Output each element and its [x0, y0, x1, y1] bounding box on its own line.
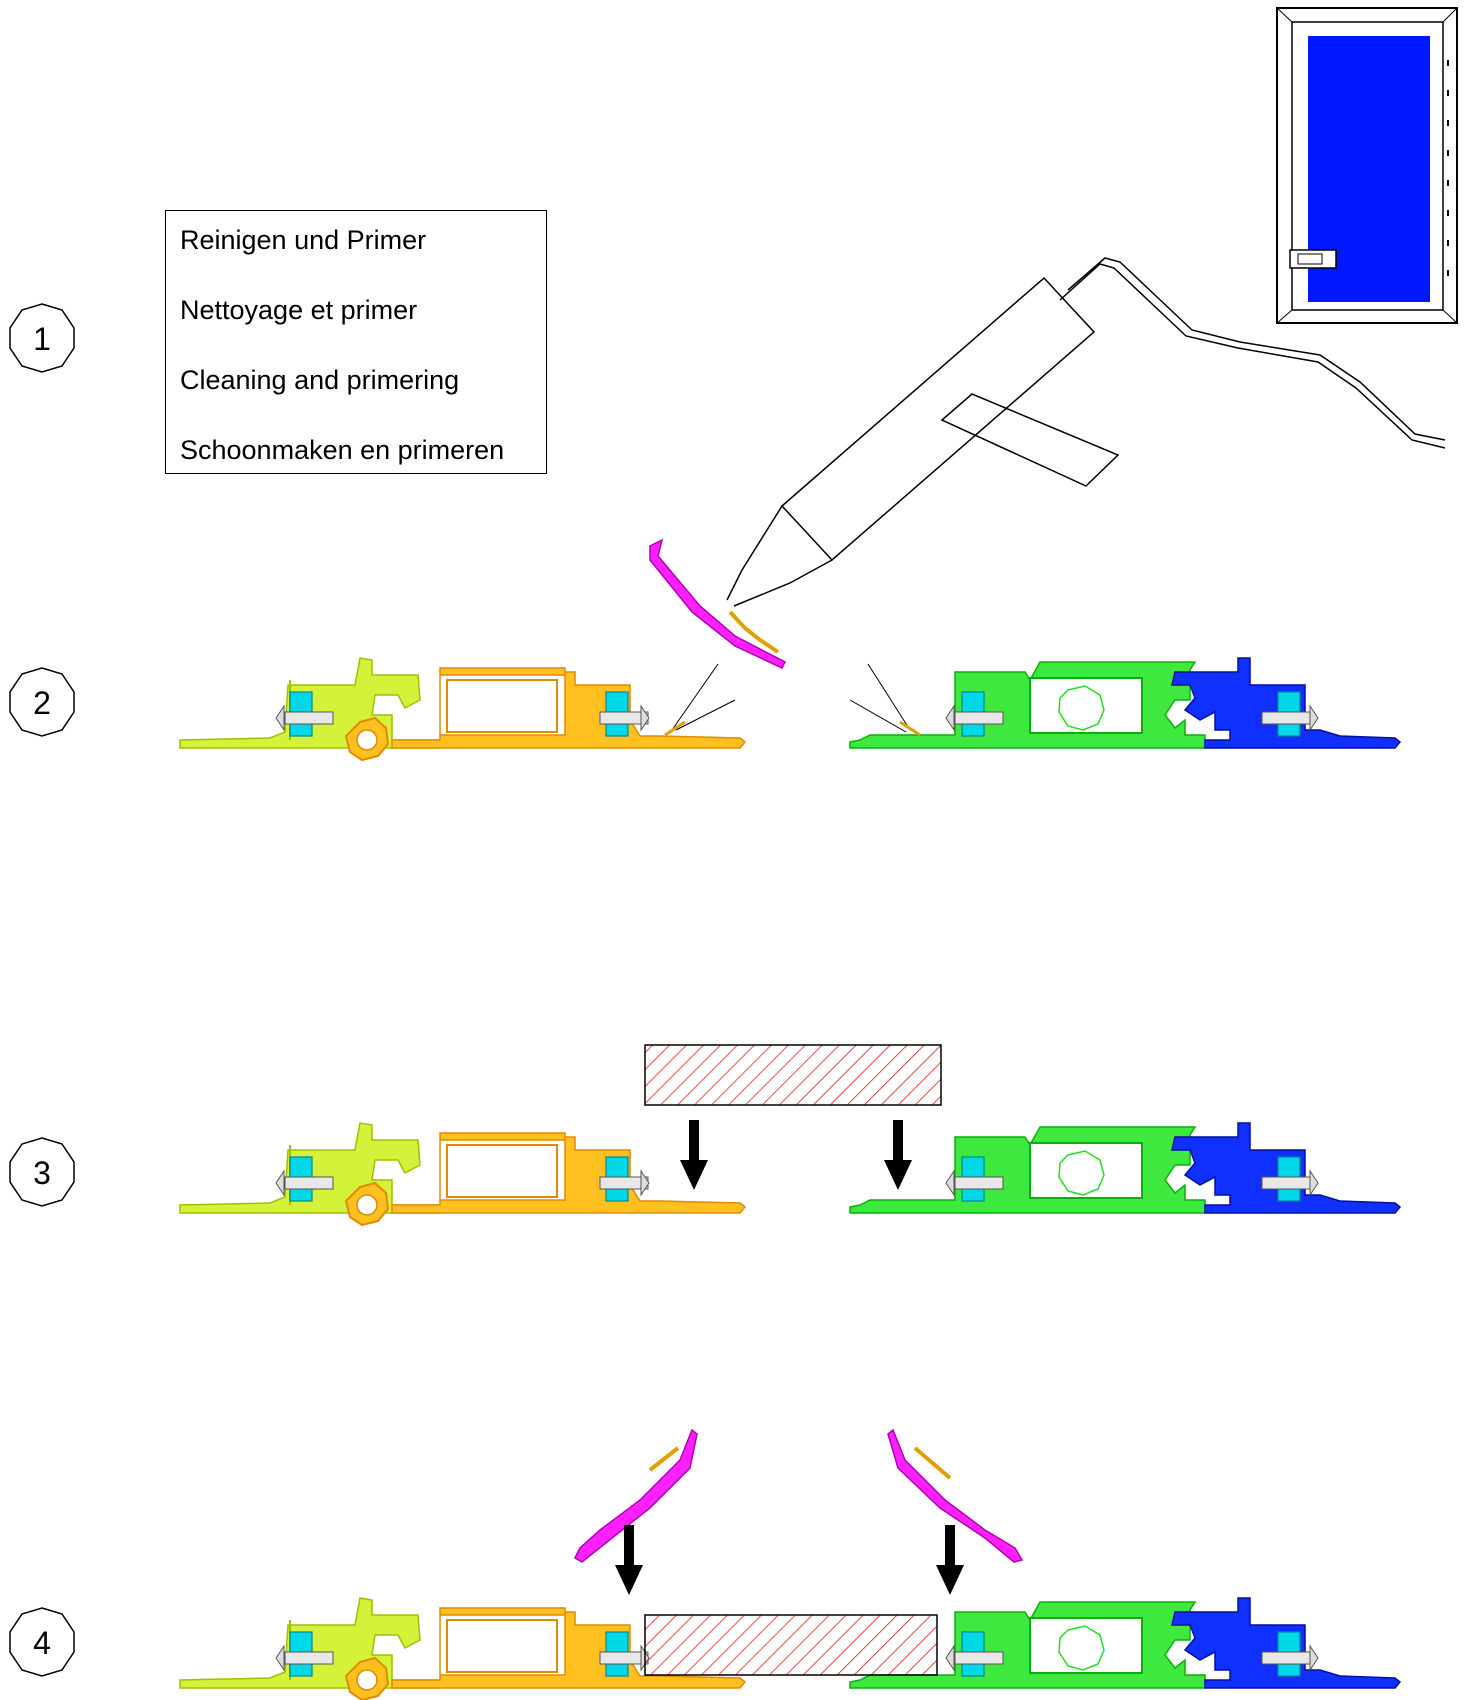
profile-assembly-step3-left — [179, 1122, 746, 1226]
glazing-bead-step4-right — [887, 1428, 1024, 1563]
down-arrow-icon-step4-right — [936, 1525, 964, 1595]
primer-bead-step2 — [649, 538, 787, 669]
instruction-legend: Reinigen und Primer Nettoyage et primer … — [165, 210, 547, 474]
step-number-4: 4 — [33, 1625, 51, 1661]
legend-text-en: Cleaning and primering — [180, 365, 460, 395]
step-badge-4: 4 — [9, 1607, 75, 1677]
primer-gun-icon — [726, 257, 1446, 607]
legend-text-de: Reinigen und Primer — [180, 225, 427, 255]
step-number-3: 3 — [33, 1155, 51, 1191]
down-arrow-icon-step3-left — [680, 1120, 708, 1190]
step-badge-3: 3 — [9, 1137, 75, 1207]
step-number-2: 2 — [33, 685, 51, 721]
glass-pane-step4 — [644, 1614, 938, 1676]
step-badge-2: 2 — [9, 667, 75, 737]
glazing-bead-step4-left — [574, 1428, 698, 1563]
down-arrow-icon-step3-right — [884, 1120, 912, 1190]
profile-assembly-step2-right — [849, 657, 1401, 749]
profile-assembly-step3-right — [849, 1122, 1401, 1214]
door-elevation-icon — [1276, 7, 1458, 324]
step-number-1: 1 — [33, 321, 51, 357]
step-badge-1: 1 — [9, 303, 75, 373]
down-arrow-icon-step4-left — [615, 1525, 643, 1595]
legend-text-nl: Schoonmaken en primeren — [180, 435, 505, 465]
profile-assembly-step2-left — [179, 657, 746, 761]
primer-strokes-step2 — [664, 663, 921, 737]
glass-pane-step3 — [644, 1044, 942, 1106]
legend-text-fr: Nettoyage et primer — [180, 295, 418, 325]
